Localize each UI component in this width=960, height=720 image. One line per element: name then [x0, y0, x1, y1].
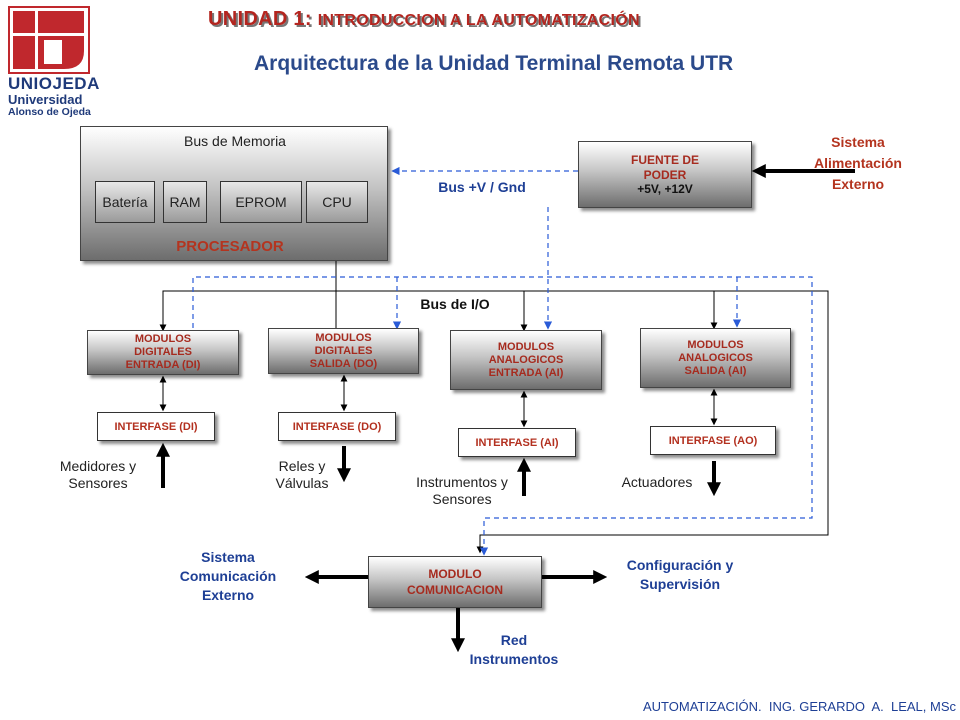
external-power-label: Sistema Alimentación Externo	[814, 134, 902, 192]
power-bus	[192, 166, 813, 556]
communication-module: MODULO COMUNICACION	[368, 556, 542, 608]
logo-name: UNIOJEDA	[8, 74, 100, 93]
field-label-instruments: Instrumentos y Sensores	[416, 474, 508, 507]
interface-di: INTERFASE (DI)	[97, 412, 215, 441]
interface-do: INTERFASE (DO)	[278, 412, 396, 441]
cpu-component: CPU	[306, 181, 368, 223]
logo-university-name: Alonso de Ojeda	[8, 106, 91, 118]
interface-ao: INTERFASE (AO)	[650, 426, 776, 455]
module-interface-arrows	[159, 374, 718, 428]
footer-credit: AUTOMATIZACIÓN. ING. GERARDO A. LEAL, MS…	[642, 699, 956, 714]
ram-component: RAM	[163, 181, 207, 223]
field-label-sensors: Medidores y Sensores	[59, 458, 137, 491]
module-digital-output: MODULOS DIGITALES SALIDA (DO)	[268, 328, 419, 374]
memory-bus-label: Bus de Memoria	[184, 133, 286, 149]
unit-number: UNIDAD 1:	[208, 8, 312, 30]
interface-ai: INTERFASE (AI)	[458, 428, 576, 457]
battery-component: Batería	[95, 181, 155, 223]
module-digital-input: MODULOS DIGITALES ENTRADA (DI)	[87, 330, 239, 375]
module-analog-output: MODULOS ANALOGICOS SALIDA (AI)	[640, 328, 791, 388]
external-comm-label: Sistema Comunicación Externo	[179, 549, 277, 603]
field-arrows	[156, 164, 855, 653]
field-label-actuators: Actuadores	[621, 474, 693, 490]
power-supply-title: FUENTE DE PODER	[630, 153, 699, 182]
power-bus-label: Bus +V / Gnd	[438, 179, 526, 195]
logo-university: Universidad	[8, 92, 83, 107]
module-analog-input: MODULOS ANALOGICOS ENTRADA (AI)	[450, 330, 602, 390]
unit-title: INTRODUCCION A LA AUTOMATIZACIÓN	[317, 12, 640, 29]
io-bus-label: Bus de I/O	[420, 296, 490, 312]
diagram-subtitle: Arquitectura de la Unidad Terminal Remot…	[254, 52, 734, 75]
power-supply-voltages: +5V, +12V	[637, 182, 693, 196]
uniojeda-logo	[8, 6, 90, 74]
supervision-label: Configuración y Supervisión	[626, 557, 734, 592]
processor-title: PROCESADOR	[176, 238, 284, 255]
instrument-network-label: Red Instrumentos	[469, 632, 559, 667]
field-label-relays: Reles y Válvulas	[275, 458, 329, 491]
power-supply-block: FUENTE DE PODER +5V, +12V	[578, 141, 752, 208]
page-title: UNIDAD 1: INTRODUCCION A LA AUTOMATIZACI…	[208, 8, 640, 31]
eprom-component: EPROM	[220, 181, 302, 223]
